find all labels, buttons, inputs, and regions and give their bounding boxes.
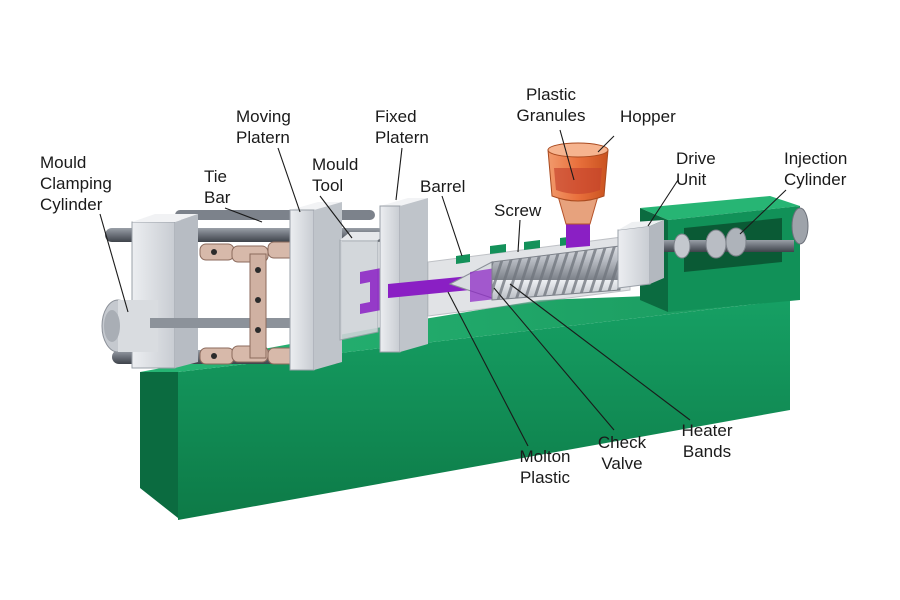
label-moving-platern: Moving Platern [236, 107, 291, 147]
rear-platen-side [175, 214, 198, 368]
toggle-pin [211, 249, 217, 255]
leader-drive-unit [647, 179, 679, 227]
leader-mould-tool [319, 195, 353, 239]
leader-fixed-platern [395, 147, 403, 201]
leader-hopper [597, 135, 615, 153]
label-fixed-platern: Fixed Platern [375, 107, 429, 147]
moving-platen-side [314, 202, 342, 370]
heater-band [456, 254, 470, 264]
toggle-pin [255, 297, 261, 303]
toggle-pin [211, 353, 217, 359]
drive-unit [617, 220, 664, 289]
leader-plastic-granules [559, 129, 575, 181]
mould-tool-top [340, 232, 390, 240]
label-drive-unit: Drive Unit [676, 149, 716, 189]
heater-band [490, 244, 506, 254]
leader-injection-cylinder [739, 189, 787, 235]
leader-screw [517, 219, 521, 253]
leader-tie-bar [224, 207, 263, 223]
moving-platen-top [290, 202, 342, 210]
rear-platen-top [132, 214, 198, 222]
tie-bar-rear-upper [175, 210, 375, 220]
cylinder-collar [705, 229, 727, 259]
toggle-rod [150, 318, 290, 328]
toggle-pin [255, 267, 261, 273]
drive-unit-top [618, 220, 664, 230]
plastic-granules [554, 168, 602, 194]
leader-check-valve [493, 287, 615, 431]
heater-band [524, 240, 540, 250]
label-screw: Screw [494, 201, 542, 220]
label-hopper: Hopper [620, 107, 676, 126]
hopper [547, 142, 609, 248]
base-front-face [140, 372, 178, 518]
clamping-cylinder [101, 214, 198, 369]
leader-lines [99, 129, 787, 447]
toggle-pin [255, 327, 261, 333]
moving-platen [289, 202, 342, 371]
moving-platen-front [289, 209, 315, 371]
molten-plastic-channel [388, 276, 470, 298]
label-mould-tool: Mould Tool [312, 155, 359, 195]
cylinder-end [791, 207, 809, 245]
fixed-platen [379, 198, 428, 353]
fixed-platen-top [380, 198, 428, 206]
clamping-cylinder-cap [104, 310, 120, 342]
label-check-valve: Check Valve [597, 433, 647, 473]
label-injection-cylinder: Injection Cylinder [784, 149, 848, 189]
fixed-platen-side [400, 198, 428, 352]
drive-unit-side [650, 220, 664, 284]
leader-moving-platern [277, 147, 301, 213]
mould-tool [339, 231, 392, 341]
leader-heater-bands [509, 283, 691, 421]
toggle-crosshead [249, 253, 267, 359]
label-plastic-granules: Plastic Granules [516, 85, 586, 125]
label-tie-bar: Tie Bar [204, 167, 231, 207]
hopper-rim [547, 142, 609, 158]
barrel-assembly [388, 235, 631, 317]
fixed-platen-front [379, 205, 401, 353]
leader-molton-plastic [447, 291, 529, 447]
rod-collar [673, 233, 691, 259]
screw [491, 245, 621, 301]
cylinder-collar [725, 227, 747, 257]
injection-housing-top [640, 196, 800, 220]
leader-mould-clamping-cylinder [99, 213, 129, 313]
label-heater-bands: Heater Bands [681, 421, 733, 461]
injection-cylinder [664, 207, 809, 259]
drive-unit-front [617, 225, 651, 289]
label-mould-clamping-cylinder: Mould Clamping Cylinder [40, 153, 112, 214]
leader-barrel [441, 195, 463, 257]
label-molton-plastic: Molton Plastic [519, 447, 571, 487]
label-barrel: Barrel [420, 177, 466, 196]
hopper-feed-throat [566, 220, 590, 248]
